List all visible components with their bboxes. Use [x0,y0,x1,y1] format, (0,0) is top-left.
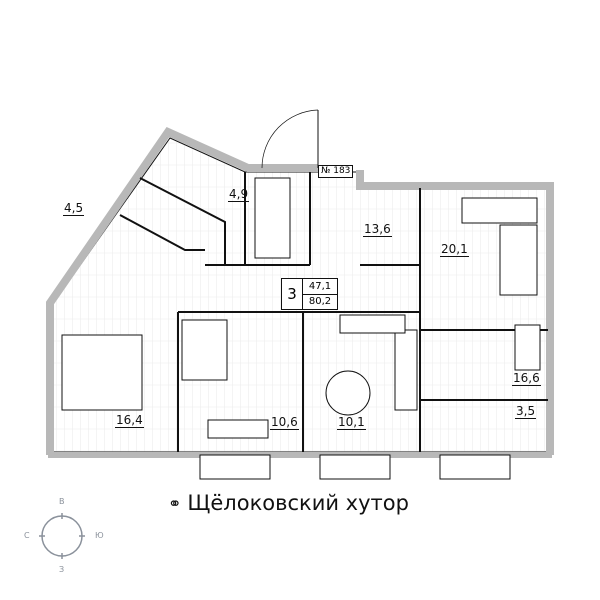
brand-name: Щёлоковский хутор [187,491,409,515]
room-area-bath-1: 4,5 [63,201,85,216]
room-area-study: 16,6 [512,371,541,386]
single-bed [181,319,228,381]
outer-wall [46,126,318,455]
compass-icon [39,513,85,559]
room-area-kitchen: 10,1 [337,415,366,430]
binoculars-icon: ⚭ [168,493,182,513]
compass-north: С [24,531,30,540]
outer-wall [356,170,554,455]
bathtub [254,177,291,259]
desk [514,324,541,371]
room-area-bath-2: 4,9 [228,187,250,202]
kitchen-counter [394,329,418,411]
brand-title: ⚭ Щёлоковский хутор [168,491,409,515]
room-area-living: 20,1 [440,242,469,257]
room-area-balcony: 3,5 [515,404,537,419]
room-area-bedroom-main: 16,4 [115,413,144,428]
compass-south: Ю [95,531,104,540]
apartment-summary: 3 47,1 80,2 [281,278,338,310]
windows [199,454,511,480]
total-area: 80,2 [308,296,332,308]
room-area-bedroom-2: 10,6 [270,415,299,430]
apartment-number: № 183 [318,165,354,178]
living-area: 47,1 [303,279,337,295]
desk [207,419,269,439]
double-bed [61,334,143,411]
compass-east: В [59,497,65,506]
dining-table [325,370,371,416]
sofa [461,197,538,224]
compass-west: З [59,565,65,574]
room-count: 3 [282,279,303,309]
room-area-hall: 13,6 [363,222,392,237]
furniture [61,109,541,439]
